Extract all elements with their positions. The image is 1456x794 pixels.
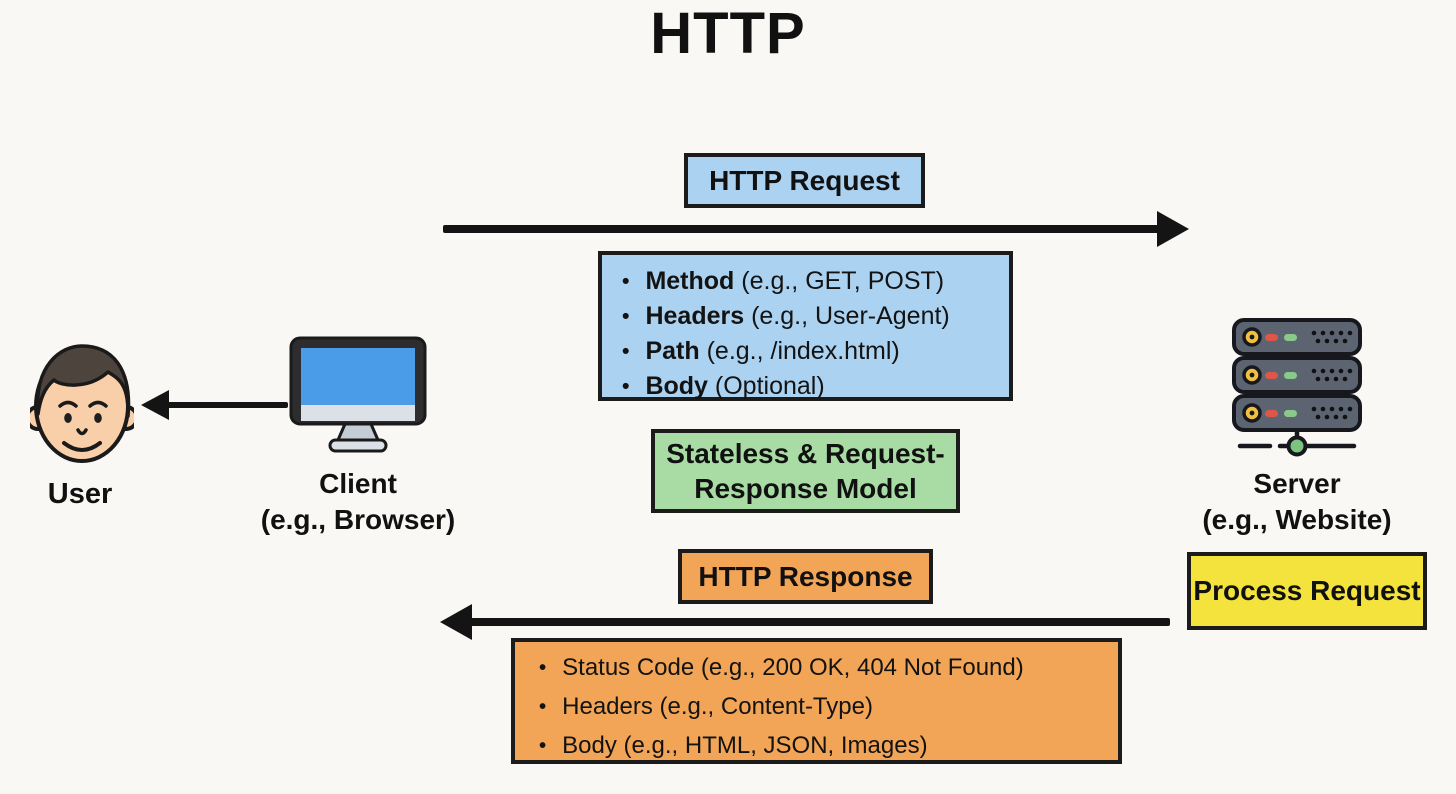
desktop-monitor-icon bbox=[289, 336, 427, 453]
client-label-subtitle: (e.g., Browser) bbox=[260, 504, 456, 535]
bullet-icon: • bbox=[622, 339, 630, 363]
stateless-line-1: Stateless & Request- bbox=[666, 438, 945, 469]
request-item-keyword: Headers bbox=[645, 302, 745, 330]
process-request-box: Process Request bbox=[1187, 552, 1427, 630]
server-rack-icon bbox=[1232, 318, 1362, 457]
http-request-label-box: HTTP Request bbox=[684, 153, 925, 208]
http-request-details-box: • Method (e.g., GET, POST) • Headers (e.… bbox=[598, 251, 1013, 401]
http-request-arrowhead-icon bbox=[1157, 211, 1189, 247]
client-label: Client (e.g., Browser) bbox=[248, 466, 468, 538]
response-item: Status Code (e.g., 200 OK, 404 Not Found… bbox=[562, 654, 1024, 681]
http-response-details-box: • Status Code (e.g., 200 OK, 404 Not Fou… bbox=[511, 638, 1122, 764]
request-item-keyword: Path bbox=[645, 337, 700, 365]
process-request-label: Process Request bbox=[1193, 575, 1421, 606]
bullet-icon: • bbox=[622, 269, 630, 293]
http-request-arrow bbox=[443, 225, 1159, 233]
request-item-rest: (e.g., /index.html) bbox=[699, 337, 900, 365]
http-response-arrow bbox=[470, 618, 1170, 626]
response-item: Body (e.g., HTML, JSON, Images) bbox=[562, 732, 928, 759]
server-label-subtitle: (e.g., Website) bbox=[1202, 504, 1392, 535]
http-response-label-box: HTTP Response bbox=[678, 549, 933, 604]
client-label-title: Client bbox=[319, 468, 397, 499]
bullet-icon: • bbox=[539, 696, 547, 718]
bullet-icon: • bbox=[539, 657, 547, 679]
http-response-label: HTTP Response bbox=[698, 560, 913, 592]
bullet-icon: • bbox=[622, 374, 630, 398]
bullet-icon: • bbox=[622, 304, 630, 328]
stateless-line-2: Response Model bbox=[694, 473, 917, 504]
list-item: • Body (Optional) bbox=[622, 369, 1003, 404]
request-item-rest: (Optional) bbox=[707, 372, 825, 400]
page-title: HTTP bbox=[650, 1, 806, 66]
user-face-icon bbox=[30, 344, 134, 463]
user-label: User bbox=[47, 478, 113, 510]
list-item: • Headers (e.g., Content-Type) bbox=[539, 688, 1112, 727]
http-request-label: HTTP Request bbox=[709, 164, 900, 196]
request-item-rest: (e.g., User-Agent) bbox=[744, 302, 950, 330]
list-item: • Headers (e.g., User-Agent) bbox=[622, 299, 1003, 334]
server-label: Server (e.g., Website) bbox=[1192, 466, 1402, 538]
bullet-icon: • bbox=[539, 735, 547, 757]
list-item: • Method (e.g., GET, POST) bbox=[622, 264, 1003, 299]
list-item: • Path (e.g., /index.html) bbox=[622, 334, 1003, 369]
stateless-model-box: Stateless & Request- Response Model bbox=[651, 429, 960, 513]
response-item: Headers (e.g., Content-Type) bbox=[562, 693, 873, 720]
list-item: • Status Code (e.g., 200 OK, 404 Not Fou… bbox=[539, 649, 1112, 688]
request-item-keyword: Body bbox=[645, 372, 708, 400]
http-response-arrowhead-icon bbox=[440, 604, 472, 640]
client-to-user-arrowhead-icon bbox=[141, 390, 169, 420]
server-label-title: Server bbox=[1253, 468, 1341, 499]
request-item-rest: (e.g., GET, POST) bbox=[734, 267, 945, 295]
list-item: • Body (e.g., HTML, JSON, Images) bbox=[539, 727, 1112, 766]
client-to-user-arrow bbox=[164, 402, 288, 408]
request-item-keyword: Method bbox=[645, 267, 735, 295]
